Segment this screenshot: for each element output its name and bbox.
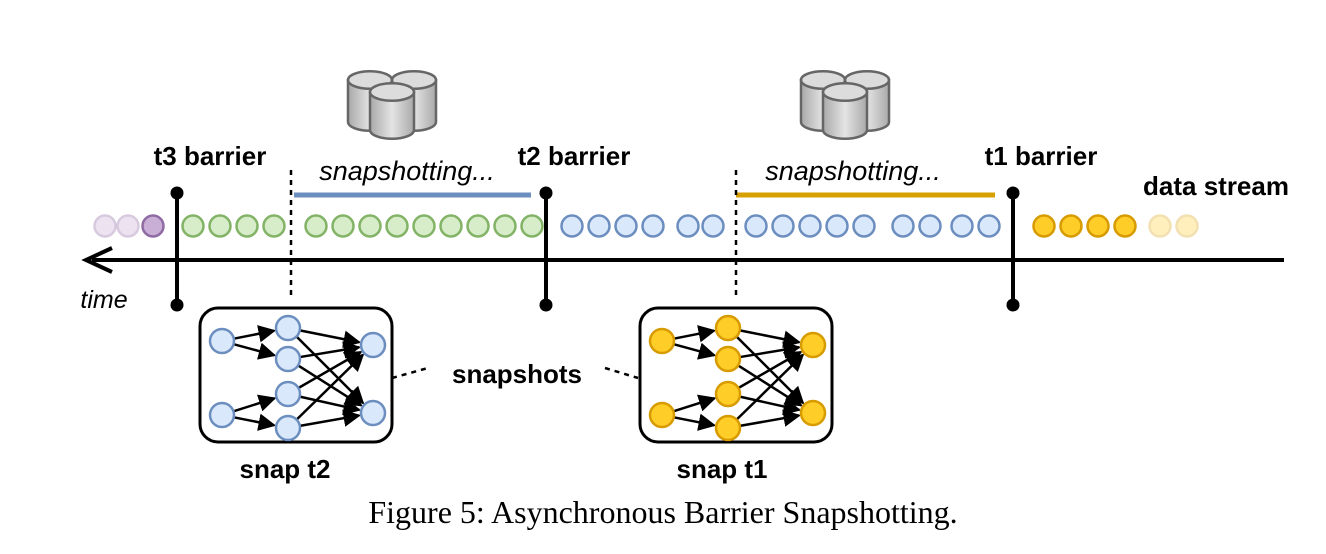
barrier-t2 xyxy=(539,186,553,312)
graph-node xyxy=(648,327,676,355)
data-stream-records xyxy=(93,214,1199,238)
record-circle xyxy=(744,214,768,238)
record-circle xyxy=(1175,214,1199,238)
record-circle xyxy=(208,214,232,238)
record-circle xyxy=(304,214,328,238)
graph-node xyxy=(799,331,827,359)
snapshotting-label-left: snapshotting... xyxy=(319,156,495,186)
record-circle xyxy=(1032,214,1056,238)
graph-node xyxy=(714,380,742,408)
barrier-label-t2: t2 barrier xyxy=(518,141,631,171)
record-circle xyxy=(798,214,822,238)
record-circle xyxy=(676,214,700,238)
database-icon xyxy=(799,69,891,141)
record-circle xyxy=(614,214,638,238)
record-circle xyxy=(1113,214,1137,238)
record-circle xyxy=(825,214,849,238)
record-circle xyxy=(116,214,140,238)
record-circle xyxy=(852,214,876,238)
record-circle xyxy=(701,214,725,238)
snap-label-t2: snap t2 xyxy=(239,454,330,484)
graph-node xyxy=(274,314,302,342)
record-circle xyxy=(493,214,517,238)
barrier-t1 xyxy=(1006,186,1020,312)
graph-node xyxy=(799,399,827,427)
record-circle xyxy=(918,214,942,238)
record-circle xyxy=(771,214,795,238)
graph-node xyxy=(648,401,676,429)
snap-label-t1: snap t1 xyxy=(676,454,767,484)
graph-node xyxy=(274,414,302,442)
record-circle xyxy=(466,214,490,238)
snapshots-connector-right xyxy=(604,366,639,380)
record-circle xyxy=(385,214,409,238)
record-circle xyxy=(1148,214,1172,238)
snapshot-box-t1 xyxy=(638,306,834,444)
arrow-left-icon xyxy=(81,246,113,274)
record-circle xyxy=(587,214,611,238)
record-circle xyxy=(235,214,259,238)
record-circle xyxy=(141,214,165,238)
record-circle xyxy=(262,214,286,238)
graph-node xyxy=(714,345,742,373)
graph-node xyxy=(359,331,387,359)
graph-node xyxy=(274,345,302,373)
barrier-label-t3: t3 barrier xyxy=(154,141,267,171)
figure-caption: Figure 5: Asynchronous Barrier Snapshott… xyxy=(368,494,958,530)
snapshots-connector-left xyxy=(391,366,429,380)
graph-node xyxy=(208,401,236,429)
barrier-label-t1: t1 barrier xyxy=(985,141,1098,171)
record-circle xyxy=(950,214,974,238)
record-circle xyxy=(560,214,584,238)
record-circle xyxy=(977,214,1001,238)
record-circle xyxy=(331,214,355,238)
record-circle xyxy=(891,214,915,238)
graph-node xyxy=(208,327,236,355)
record-circle xyxy=(358,214,382,238)
barrier-t3 xyxy=(170,186,184,312)
database-icon xyxy=(346,69,438,141)
snapshots-label: snapshots xyxy=(452,359,582,389)
graph-node xyxy=(274,380,302,408)
record-circle xyxy=(641,214,665,238)
record-circle xyxy=(93,214,117,238)
data-stream-label: data stream xyxy=(1143,171,1289,201)
record-circle xyxy=(412,214,436,238)
graph-node xyxy=(714,314,742,342)
record-circle xyxy=(439,214,463,238)
graph-node xyxy=(714,414,742,442)
record-circle xyxy=(1059,214,1083,238)
record-circle xyxy=(520,214,544,238)
time-label: time xyxy=(80,286,127,314)
record-circle xyxy=(181,214,205,238)
snapshot-box-t2 xyxy=(198,306,394,444)
graph-node xyxy=(359,399,387,427)
snapshotting-label-right: snapshotting... xyxy=(765,156,941,186)
record-circle xyxy=(1086,214,1110,238)
